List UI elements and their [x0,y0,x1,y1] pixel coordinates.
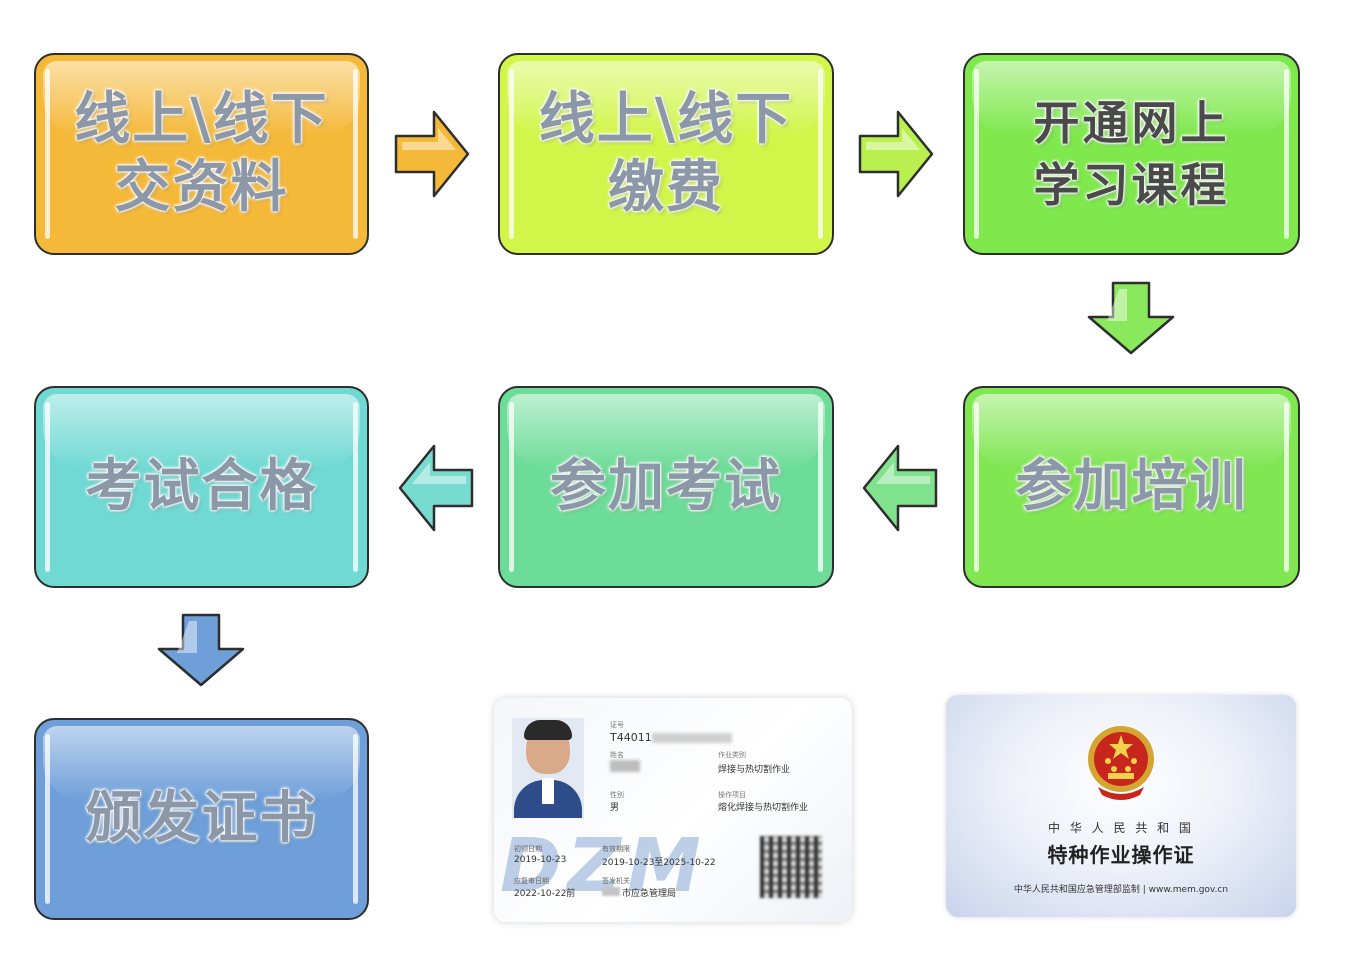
card-field-number-label: 证号 [610,721,624,729]
redaction-bar [602,887,620,896]
edge-highlight [45,402,50,572]
step-label: 颁发证书 [85,786,318,851]
edge-highlight [509,402,514,572]
redaction-bar [652,733,732,743]
redaction-bar [610,760,640,772]
edge-highlight [974,402,979,572]
certificate-footer: 中华人民共和国应急管理部监制 | www.mem.gov.cn [1013,885,1229,895]
step-label: 参加考试 [550,454,782,519]
edge-highlight [353,402,358,572]
card-field-item-label: 操作项目 [718,791,746,799]
step-pay-fee: 线上\线下 缴费 [498,53,834,255]
step-label: 线上\线下 交资料 [74,87,329,220]
step-submit-documents: 线上\线下 交资料 [34,53,369,255]
arrow-right-icon [858,110,934,198]
certificate-country: 中 华 人 民 共 和 国 [1048,821,1194,835]
edge-highlight [974,69,979,239]
card-field-authority-value: 市应急管理局 [622,889,677,899]
step-pass-exam: 考试合格 [34,386,369,588]
step-issue-certificate: 颁发证书 [34,718,369,920]
step-take-exam: 参加考试 [498,386,834,588]
card-field-gender-value: 男 [610,803,620,813]
step-label: 开通网上 学习课程 [1033,96,1230,212]
portrait-photo [512,718,584,818]
edge-highlight [45,69,50,239]
step-attend-training: 参加培训 [963,386,1300,588]
card-field-category-value: 焊接与热切割作业 [718,765,791,775]
arrow-right-icon [394,110,470,198]
edge-highlight [1284,402,1289,572]
card-field-item-value: 熔化焊接与热切割作业 [718,803,809,813]
edge-highlight [353,69,358,239]
card-field-authority-label: 签发机关 [602,877,630,885]
card-field-first-issue-label: 初领日期 [514,845,542,853]
qr-code [760,836,822,898]
national-emblem-icon [1088,726,1154,800]
card-field-name-label: 姓名 [610,751,624,759]
certificate-cover-image: 中 华 人 民 共 和 国 特种作业操作证 中华人民共和国应急管理部监制 | w… [946,695,1296,917]
card-field-valid-value: 2019-10-23至2025-10-22 [602,858,716,868]
arrow-down-icon [157,613,245,687]
step-open-online-course: 开通网上 学习课程 [963,53,1300,255]
card-watermark: DZM [500,823,707,909]
card-field-number-value: T44011 [610,731,652,744]
step-label: 考试合格 [85,454,318,519]
step-label: 线上\线下 缴费 [538,87,794,220]
edge-highlight [353,734,358,904]
card-field-first-issue-value: 2019-10-23 [514,855,567,865]
certificate-title: 特种作业操作证 [1047,843,1195,867]
id-card-image: 证号 T44011 姓名 性别 男 作业类别 焊接与热切割作业 操作项目 熔化焊… [494,698,852,922]
edge-highlight [45,734,50,904]
edge-highlight [1284,69,1289,239]
edge-highlight [509,69,514,239]
card-field-review-label: 应复审日期 [514,877,549,885]
card-field-category-label: 作业类别 [718,751,746,759]
arrow-down-icon [1087,281,1175,355]
step-label: 参加培训 [1015,454,1248,519]
edge-highlight [818,402,823,572]
edge-highlight [818,69,823,239]
arrow-left-icon [398,444,474,532]
card-field-review-value: 2022-10-22前 [514,889,576,899]
card-field-gender-label: 性别 [610,791,624,799]
card-field-valid-label: 有效期限 [602,845,630,853]
arrow-left-icon [862,444,938,532]
